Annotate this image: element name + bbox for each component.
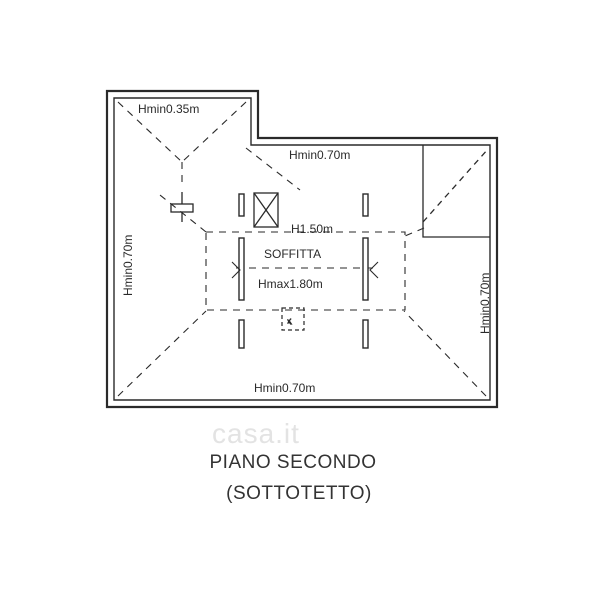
label-hmin-left: Hmin0.70m [121,235,135,296]
label-hmin-bottom: Hmin0.70m [254,381,315,395]
caption-title: PIANO SECONDO [209,452,377,473]
svg-text:x: x [287,316,292,326]
label-hmin-right: Hmin0.70m [478,273,492,334]
label-soffitta: SOFFITTA [264,247,321,261]
height-labels: Hmin0.35m Hmin0.70m Hmin0.70m Hmin0.70m … [121,102,492,395]
caption-subtitle: (SOTTOTETTO) [226,483,372,504]
label-h-center: H1.50m [291,222,333,236]
watermark: casa.it [212,418,300,449]
hip-markers [231,261,379,279]
hatch-symbol: x [281,307,305,331]
label-hmin-top-left: Hmin0.35m [138,102,199,116]
label-hmin-top: Hmin0.70m [289,148,350,162]
label-hmax: Hmax1.80m [258,277,323,291]
exterior-walls [105,89,499,409]
beam-markers [238,193,369,349]
vent-symbol [170,192,194,222]
roof-lines [117,101,487,397]
chimney [253,192,279,228]
corner-room [422,145,490,238]
